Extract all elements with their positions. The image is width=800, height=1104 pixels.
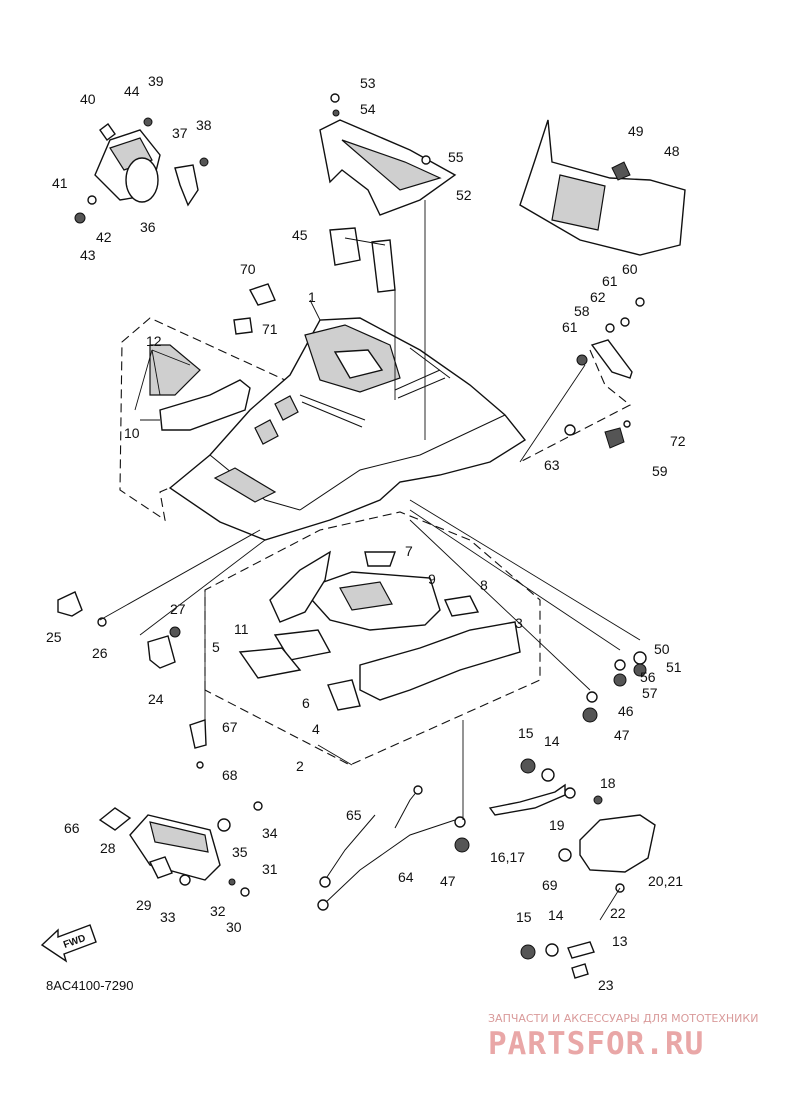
callout: 2 [296, 758, 304, 774]
callout-numbers: 1 2 3 4 5 6 7 8 9 10 11 12 13 14 14 15 1… [46, 73, 686, 993]
callout: 49 [628, 123, 644, 139]
callout: 22 [610, 905, 626, 921]
callout: 57 [642, 685, 658, 701]
callout: 63 [544, 457, 560, 473]
callout: 20,21 [648, 873, 683, 889]
rear-cover [519, 119, 686, 256]
callout: 41 [52, 175, 68, 191]
top-brackets [319, 93, 457, 293]
callout: 37 [172, 125, 188, 141]
callout: 14 [544, 733, 560, 749]
callout: 35 [232, 844, 248, 860]
callout: 56 [640, 669, 656, 685]
callout: 26 [92, 645, 108, 661]
callout: 16,17 [490, 849, 525, 865]
callout: 5 [212, 639, 220, 655]
callout: 38 [196, 117, 212, 133]
callout: 53 [360, 75, 376, 91]
callout: 45 [292, 227, 308, 243]
callout: 36 [140, 219, 156, 235]
callout: 44 [124, 83, 140, 99]
callout: 4 [312, 721, 320, 737]
callout: 65 [346, 807, 362, 823]
lower-right-parts [488, 758, 656, 979]
callout: 59 [652, 463, 668, 479]
callout: 62 [590, 289, 606, 305]
right-hardware [564, 297, 647, 723]
callout: 3 [515, 615, 523, 631]
callout: 14 [548, 907, 564, 923]
watermark-brand: PARTSFOR.RU [488, 1026, 704, 1062]
callout: 48 [664, 143, 680, 159]
callout: 61 [562, 319, 578, 335]
callout: 30 [226, 919, 242, 935]
callout: 23 [598, 977, 614, 993]
callout: 47 [614, 727, 630, 743]
cables [317, 785, 470, 911]
watermark: ЗАПЧАСТИ И АКСЕССУАРЫ ДЛЯ МОТОТЕХНИКИ PA… [488, 1012, 758, 1062]
callout: 58 [574, 303, 590, 319]
callout: 61 [602, 273, 618, 289]
callout: 50 [654, 641, 670, 657]
callout: 42 [96, 229, 112, 245]
callout: 8 [480, 577, 488, 593]
callout: 25 [46, 629, 62, 645]
callout: 11 [234, 621, 249, 637]
callout: 69 [542, 877, 558, 893]
duct-assembly [74, 117, 209, 224]
callout: 55 [448, 149, 464, 165]
callout: 27 [170, 601, 186, 617]
callout: 7 [405, 543, 413, 559]
callout: 43 [80, 247, 96, 263]
callout: 9 [428, 571, 436, 587]
watermark-subtitle: ЗАПЧАСТИ И АКСЕССУАРЫ ДЛЯ МОТОТЕХНИКИ [488, 1012, 758, 1025]
callout: 64 [398, 869, 414, 885]
callout: 1 [308, 289, 316, 305]
callout: 52 [456, 187, 472, 203]
callout: 40 [80, 91, 96, 107]
lower-left-parts [98, 801, 263, 897]
left-hardware [57, 283, 276, 769]
callout: 68 [222, 767, 238, 783]
callout: 28 [100, 840, 116, 856]
drawing-code: 8AC4100-7290 [46, 978, 133, 993]
callout: 15 [516, 909, 532, 925]
leader-lines [99, 200, 641, 921]
callout: 34 [262, 825, 278, 841]
callout: 72 [670, 433, 686, 449]
callout: 39 [148, 73, 164, 89]
callout: 12 [146, 333, 162, 349]
hood-shell [168, 317, 527, 541]
callout: 54 [360, 101, 376, 117]
callout: 24 [148, 691, 164, 707]
callout: 46 [618, 703, 634, 719]
group-outlines [119, 317, 632, 766]
forward-arrow-icon: FWD [40, 924, 97, 963]
callout: 67 [222, 719, 238, 735]
callout: 31 [262, 861, 278, 877]
callout: 13 [612, 933, 628, 949]
callout: 71 [262, 321, 278, 337]
callout: 60 [622, 261, 638, 277]
callout: 15 [518, 725, 534, 741]
callout: 6 [302, 695, 310, 711]
callout: 66 [64, 820, 80, 836]
callout: 70 [240, 261, 256, 277]
callout: 29 [136, 897, 152, 913]
callout: 19 [549, 817, 565, 833]
callout: 32 [210, 903, 226, 919]
callout: 47 [440, 873, 456, 889]
inner-panels [238, 550, 521, 711]
callout: 33 [160, 909, 176, 925]
callout: 18 [600, 775, 616, 791]
callout: 51 [666, 659, 682, 675]
callout: 10 [124, 425, 140, 441]
